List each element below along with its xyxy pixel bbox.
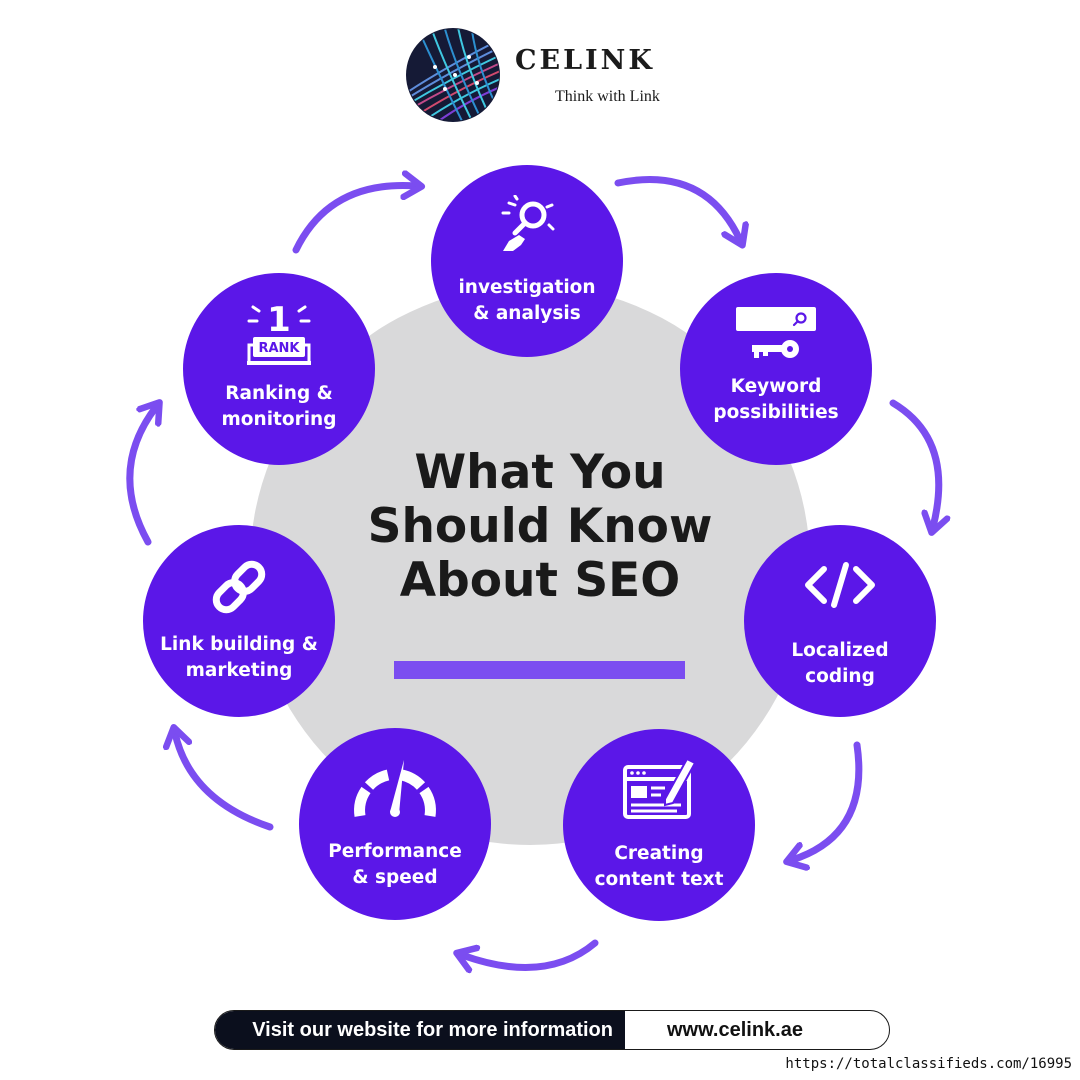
step-label-line: possibilities (713, 402, 839, 423)
watermark-url: https://totalclassifieds.com/16995 (785, 1056, 1072, 1072)
footer-cta-text: Visit our website for more information (215, 1011, 625, 1049)
link-icon (212, 560, 266, 614)
step-creating-content: Creating content text (563, 729, 755, 921)
step-localized-coding: Localized coding (744, 525, 936, 717)
main-title: What You Should Know About SEO (330, 446, 750, 608)
arrow-5-icon (175, 733, 274, 831)
step-label-line: content text (594, 869, 724, 890)
rank-trophy-icon: 1 RANK (247, 301, 311, 365)
step-label: Link building & marketing (153, 632, 325, 684)
step-performance: Performance & speed (299, 728, 491, 920)
step-label-line: Creating (614, 843, 704, 864)
step-label-line: Link building & (160, 634, 318, 655)
step-label-line: Localized (791, 640, 889, 661)
step-label-line: & speed (352, 867, 438, 888)
brand-tagline: Think with Link (555, 88, 660, 105)
step-label-line: Performance (328, 841, 462, 862)
step-label-line: marketing (185, 660, 293, 681)
brand: CELINK Think with Link (405, 27, 695, 123)
step-label: Keyword possibilities (690, 374, 862, 426)
arrow-2-icon (889, 399, 939, 527)
step-label-line: & analysis (473, 303, 581, 324)
arrow-7-icon (292, 186, 416, 254)
arrow-1-icon (614, 176, 740, 240)
brand-name: CELINK (515, 45, 655, 76)
step-label: Ranking & monitoring (193, 381, 365, 433)
celink-logo-icon (406, 28, 500, 122)
code-icon (805, 562, 875, 608)
step-investigation: investigation & analysis (431, 165, 623, 357)
title-line: Should Know (367, 499, 713, 554)
step-label-line: Ranking & (225, 383, 333, 404)
step-label-line: monitoring (221, 409, 337, 430)
step-label: Performance & speed (309, 839, 481, 891)
step-label-line: coding (805, 666, 875, 687)
step-label: Localized coding (754, 638, 926, 690)
rank-text: RANK (258, 341, 300, 356)
title-line: What You (414, 445, 666, 500)
arrow-6-icon (126, 407, 156, 546)
step-label: investigation & analysis (441, 275, 613, 327)
website-link[interactable]: www.celink.ae (667, 1019, 803, 1041)
title-line: About SEO (399, 553, 681, 608)
step-keyword: Keyword possibilities (680, 273, 872, 465)
step-ranking: 1 RANK Ranking & monitoring (183, 273, 375, 465)
step-label-line: investigation (458, 277, 596, 298)
content-editor-icon (623, 757, 697, 819)
speedometer-icon (354, 760, 436, 817)
rank-number: 1 (267, 301, 291, 340)
footer-cta[interactable]: Visit our website for more information w… (214, 1010, 890, 1050)
step-label-line: Keyword (730, 376, 822, 397)
step-link-building: Link building & marketing (143, 525, 335, 717)
magnifier-hand-icon (501, 195, 555, 251)
arrow-4-icon (462, 939, 599, 968)
step-label: Creating content text (573, 841, 745, 893)
arrow-3-icon (792, 741, 863, 860)
title-underline-bar (394, 661, 685, 679)
search-key-icon (736, 307, 816, 358)
